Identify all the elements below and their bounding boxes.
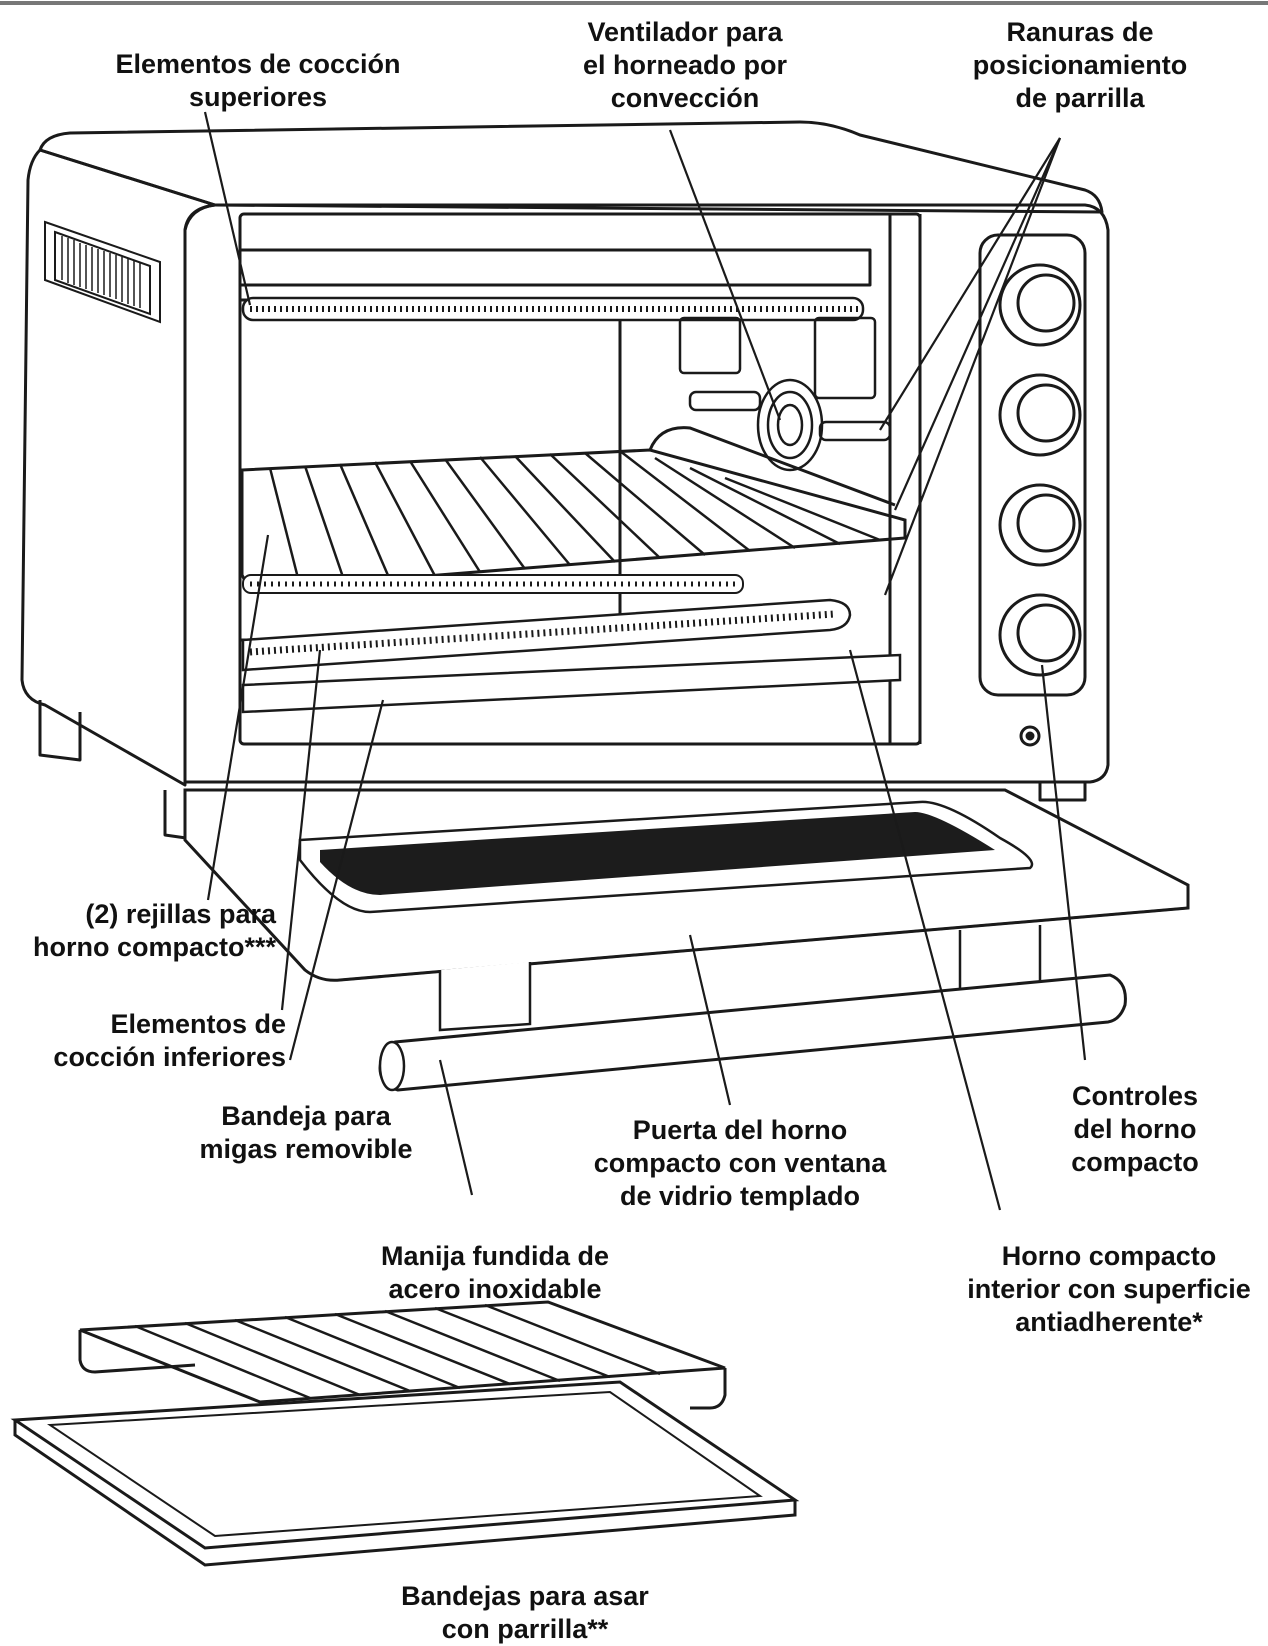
label-line: interior con superficie (967, 1274, 1251, 1304)
label-bandeja-migas: Bandeja para migas removible (176, 1100, 436, 1166)
foot-right (1038, 782, 1087, 802)
label-puerta: Puerta del horno compacto con ventana de… (590, 1114, 890, 1213)
oven-door (183, 788, 1190, 1092)
leader-elementos-inferiores (280, 649, 322, 1011)
broil-pan (10, 1380, 800, 1567)
rack-slots (678, 316, 892, 442)
label-line: con parrilla** (441, 1614, 609, 1644)
label-line: Ranuras de (1006, 17, 1154, 47)
leader-controles (1040, 664, 1087, 1061)
label-line: horno compacto*** (32, 932, 276, 962)
control-knobs (998, 263, 1082, 747)
crumb-tray (241, 653, 902, 714)
leader-ranuras-3 (883, 137, 1062, 596)
label-elementos-superiores: Elementos de cocción superiores (108, 48, 408, 114)
label-ventilador: Ventilador para el horneado por convecci… (560, 16, 810, 115)
label-line: migas removible (199, 1134, 413, 1164)
label-bandejas-asar: Bandejas para asar con parrilla** (380, 1580, 670, 1646)
leader-ranuras-1 (879, 137, 1061, 431)
leader-elementos-superiores (203, 111, 252, 306)
label-line: posicionamiento (972, 50, 1188, 80)
oven-rack (240, 426, 907, 592)
leader-rejillas (206, 534, 270, 901)
label-line: Elementos de (110, 1009, 286, 1039)
label-line: Manija fundida de (380, 1241, 609, 1271)
leader-lines (203, 111, 1087, 1211)
label-line: Bandeja para (221, 1101, 391, 1131)
label-interior: Horno compacto interior con superficie a… (950, 1240, 1268, 1339)
label-line: Bandejas para asar (401, 1581, 649, 1611)
label-line: del horno (1073, 1114, 1197, 1144)
label-line: Horno compacto (1001, 1241, 1217, 1271)
label-line: de parrilla (1015, 83, 1145, 113)
foot-left (38, 700, 82, 762)
leader-puerta (688, 934, 732, 1106)
oven-body (20, 120, 1110, 842)
leader-manija (438, 1059, 474, 1196)
control-panel (978, 233, 1087, 697)
label-line: Puerta del horno (632, 1115, 848, 1145)
oven-top (38, 120, 1104, 214)
cavity-inner-ceiling (240, 248, 872, 287)
label-line: compacto con ventana (593, 1148, 887, 1178)
label-rejillas: (2) rejillas para horno compacto*** (0, 898, 276, 964)
label-line: Ventilador para (587, 17, 783, 47)
label-line: antiadherente* (1015, 1307, 1203, 1337)
label-line: de vidrio templado (619, 1181, 861, 1211)
label-ranuras: Ranuras de posicionamiento de parrilla (960, 16, 1200, 115)
broil-rack (78, 1300, 727, 1410)
label-line: cocción inferiores (53, 1042, 286, 1072)
label-line: convección (610, 83, 760, 113)
label-line: acero inoxidable (388, 1274, 602, 1304)
side-vent (44, 220, 161, 324)
label-line: (2) rejillas para (85, 899, 276, 929)
label-controles: Controles del horno compacto (1040, 1080, 1230, 1179)
label-line: compacto (1071, 1147, 1199, 1177)
top-heating-element (241, 296, 865, 322)
label-line: el horneado por (582, 50, 788, 80)
label-line: Controles (1071, 1081, 1198, 1111)
leader-ranuras-2 (893, 137, 1062, 511)
label-elementos-inferiores: Elementos de cocción inferiores (10, 1008, 286, 1074)
label-line: Elementos de cocción (115, 49, 401, 79)
oven-front-frame (183, 203, 1110, 784)
label-manija: Manija fundida de acero inoxidable (350, 1240, 640, 1306)
leader-interior (848, 649, 1002, 1211)
bottom-heating-element (241, 598, 852, 672)
leader-bandeja-migas (288, 699, 385, 1061)
door-glass (320, 812, 995, 895)
leader-ventilador (668, 129, 782, 421)
label-line: superiores (188, 82, 328, 112)
